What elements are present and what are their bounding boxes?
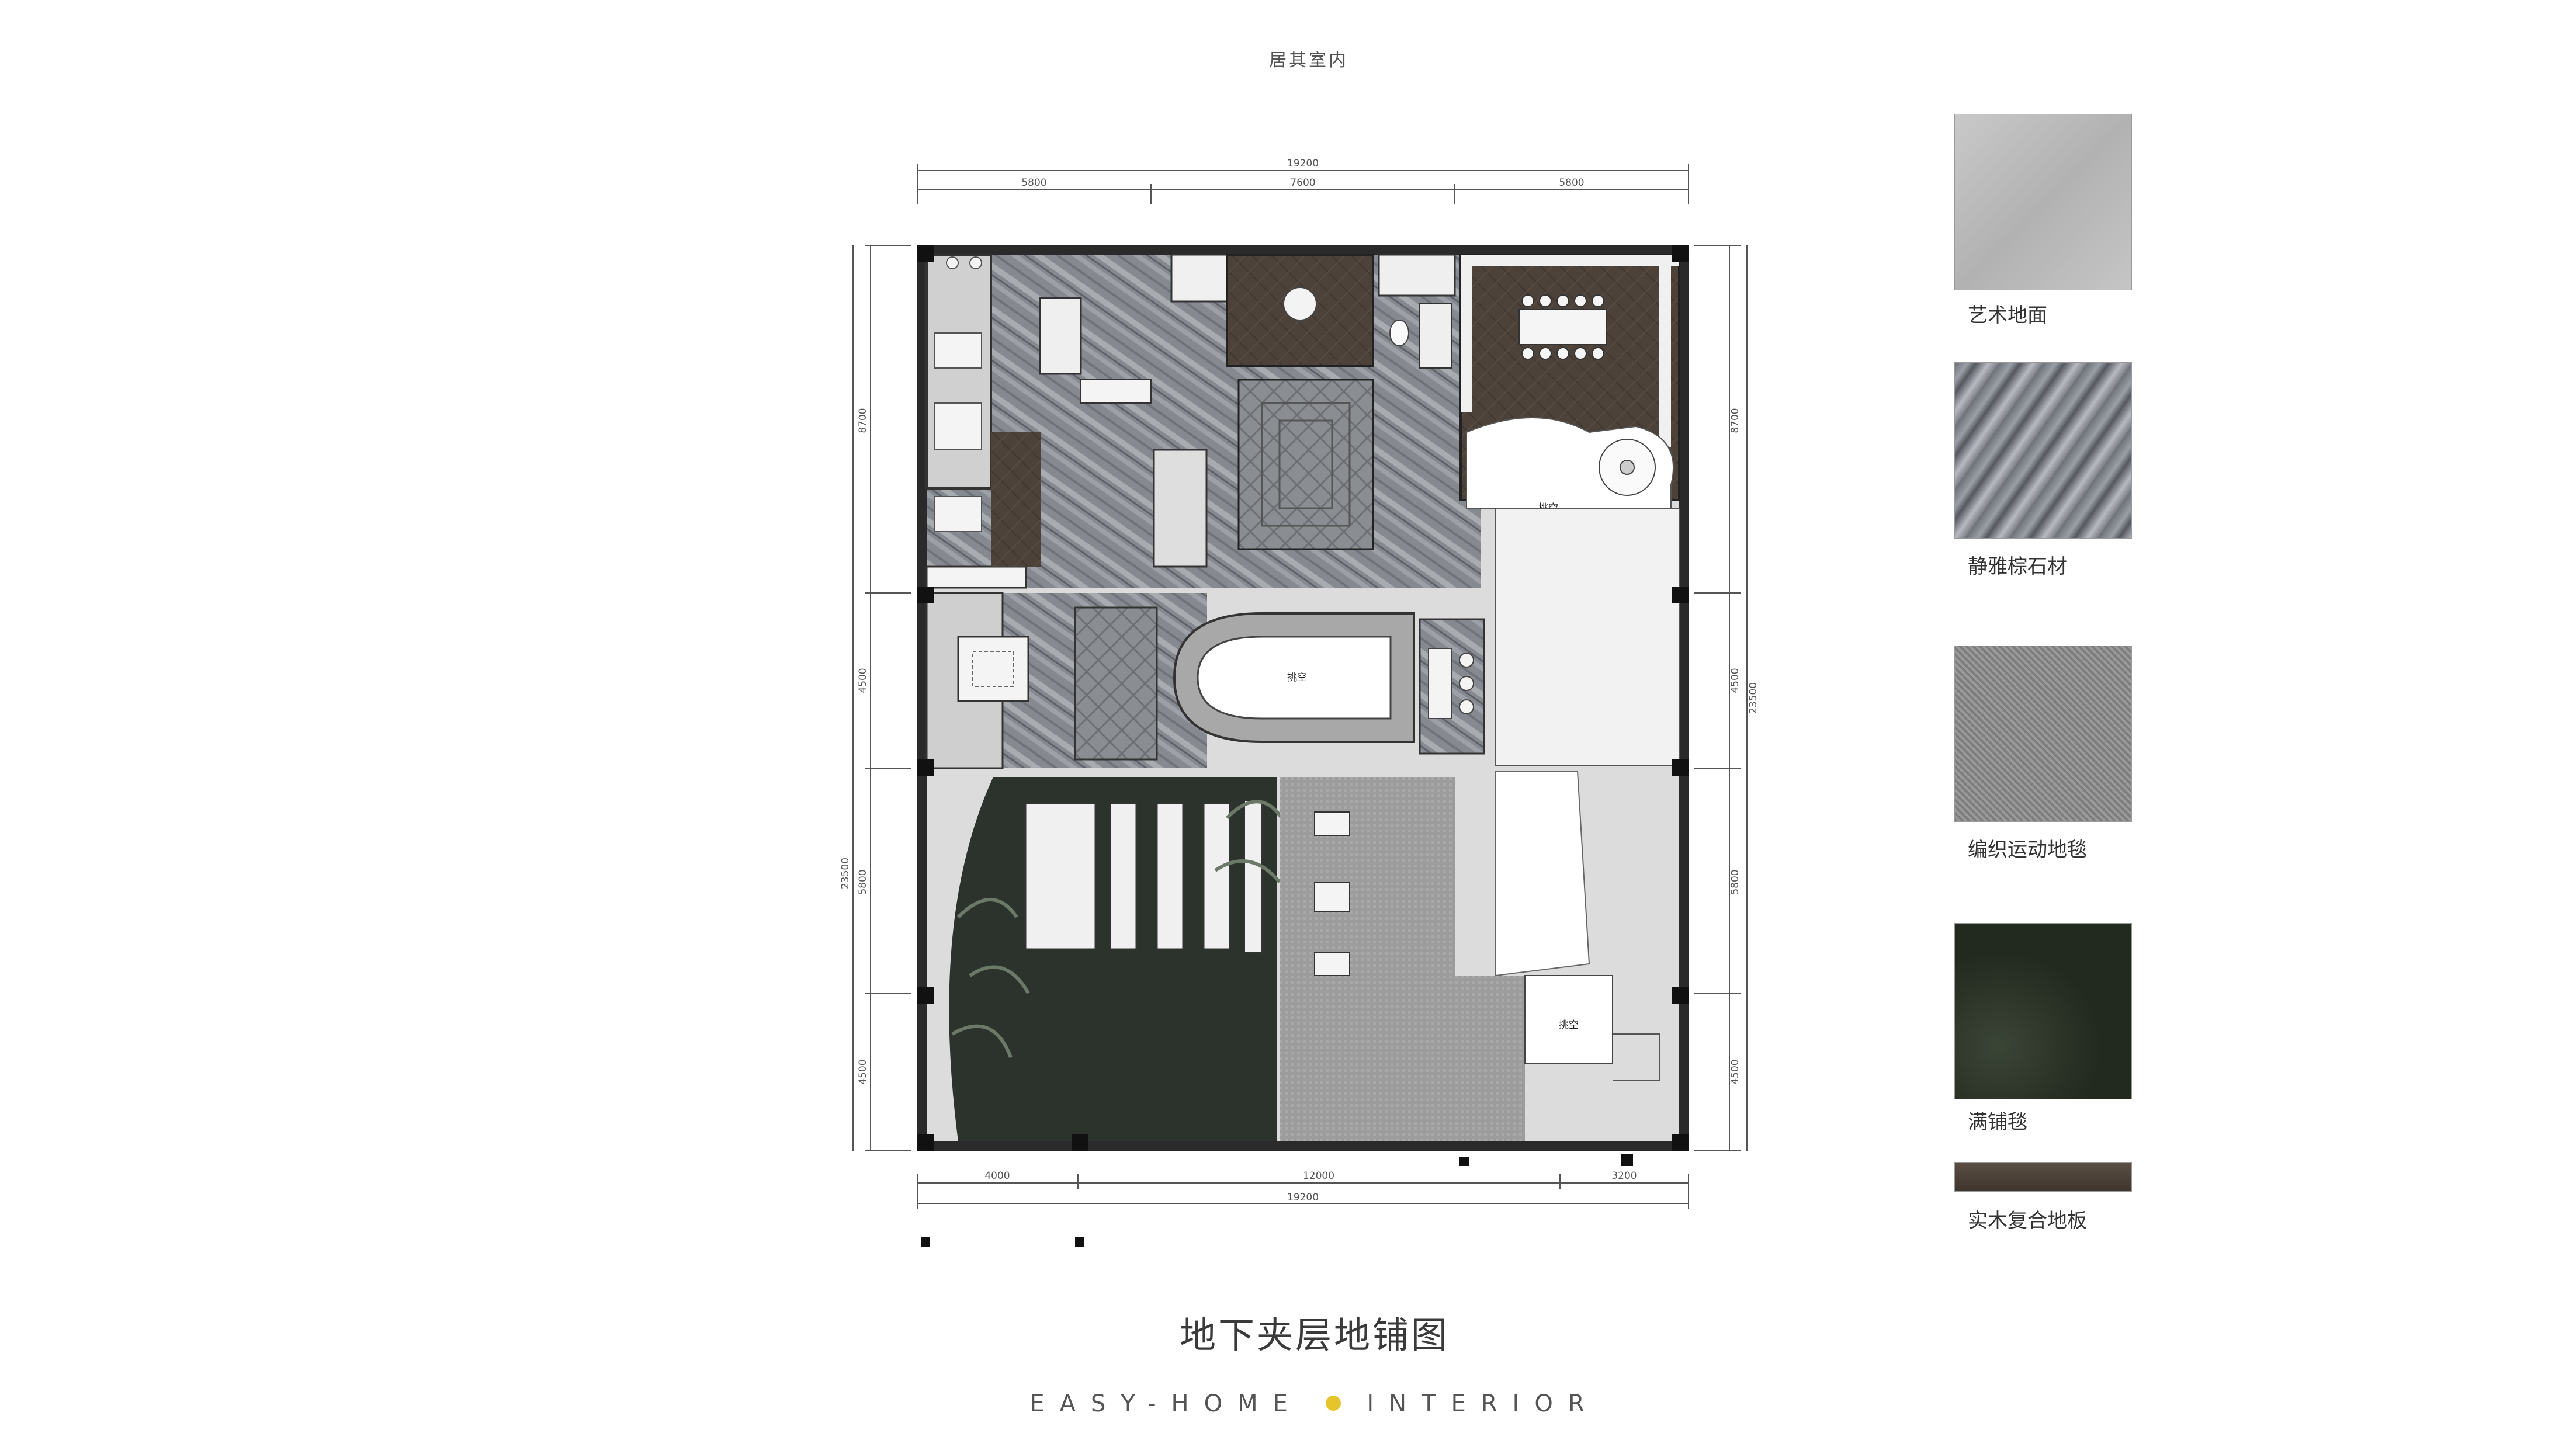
dim-left-seg-2: 4500: [857, 668, 869, 693]
right-light-area: [1495, 508, 1680, 977]
legend-label-woven-carpet: 编织运动地毯: [1968, 838, 2087, 862]
dim-top-total: 19200: [1287, 158, 1319, 169]
legend-label-full-carpet: 满铺毯: [1968, 1111, 2027, 1134]
header-brand: 居其室内: [1269, 50, 1348, 71]
swatch-wood-floor: [1954, 1162, 2132, 1192]
dim-right-seg-3: 5800: [1729, 869, 1741, 894]
right-bath: [1378, 254, 1456, 558]
dim-top-seg-2: 7600: [1290, 177, 1315, 189]
dim-right-seg-1: 8700: [1729, 408, 1741, 433]
gym-room: [1280, 777, 1525, 1141]
entry-hall: [1226, 254, 1374, 550]
legend-label-stone: 静雅棕石材: [1968, 555, 2067, 578]
left-dimensions: 8700 4500 5800 4500 23500: [840, 245, 911, 1151]
columns: [917, 245, 1689, 1151]
dim-top-seg-3: 5800: [1559, 177, 1584, 189]
footer-brand-left: EASY-HOME: [1029, 1390, 1303, 1417]
footer-brand: EASY-HOME INTERIOR: [993, 1390, 1636, 1417]
dim-bottom-seg-1: 4000: [984, 1170, 1010, 1182]
label-void-bottom-right: 挑空: [1559, 1019, 1579, 1031]
swatch-full-carpet: [1954, 923, 2132, 1099]
theater-room: [927, 777, 1287, 1141]
swatch-woven-carpet: [1954, 646, 2132, 822]
dim-right-seg-4: 4500: [1729, 1059, 1741, 1084]
label-void-center: 挑空: [1287, 672, 1307, 683]
dim-right-seg-2: 4500: [1729, 668, 1741, 693]
dim-left-seg-3: 5800: [857, 869, 869, 894]
top-dimensions: 19200 5800 7600 5800: [917, 158, 1689, 204]
stair-zone: [925, 592, 1207, 769]
brand-dot-icon: [1325, 1396, 1341, 1411]
dim-left-total: 23500: [840, 858, 851, 889]
dim-top-seg-1: 5800: [1021, 177, 1046, 189]
dim-bottom-seg-3: 3200: [1611, 1170, 1637, 1182]
plan-title: 地下夹层地铺图: [1179, 1314, 1450, 1356]
dim-bottom-seg-2: 12000: [1303, 1170, 1334, 1182]
bottom-dimensions: 4000 12000 3200 19200: [917, 1154, 1689, 1247]
legend-label-wood-floor: 实木复合地板: [1968, 1209, 2087, 1233]
footer-brand-right: INTERIOR: [1367, 1390, 1600, 1417]
dim-left-seg-4: 4500: [857, 1059, 869, 1084]
central-atrium: 挑空: [1173, 612, 1485, 755]
dim-left-seg-1: 8700: [857, 408, 869, 433]
right-dimensions: 8700 4500 5800 4500 23500: [1694, 245, 1759, 1151]
meeting-room: 挑空: [1459, 254, 1680, 514]
dim-right-total: 23500: [1748, 682, 1759, 714]
swatch-art-floor: [1954, 114, 2132, 290]
legend-label-art-floor: 艺术地面: [1968, 304, 2047, 327]
bottom-right-void: 挑空: [1524, 975, 1660, 1081]
dim-bottom-total: 19200: [1287, 1192, 1319, 1203]
swatch-stone: [1954, 362, 2132, 539]
floor-plan: 19200 5800 7600 5800 8700 4500 5800 4500…: [840, 158, 1759, 1247]
bathroom-zone: [925, 254, 1153, 589]
